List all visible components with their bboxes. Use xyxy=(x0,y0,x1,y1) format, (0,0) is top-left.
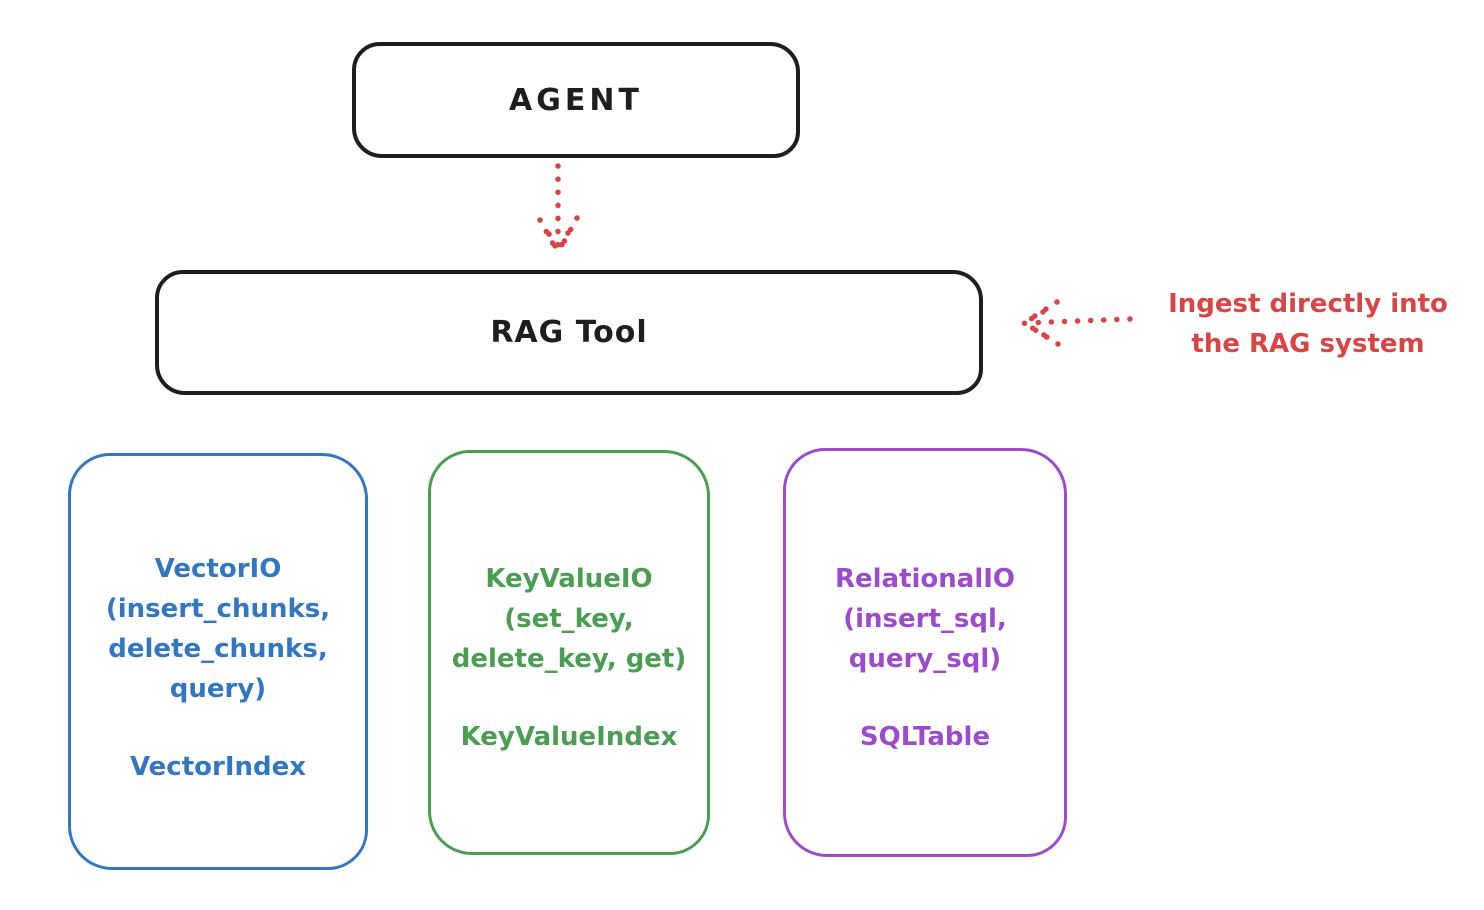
keyvalue-io-box: KeyValueIO (set_key, delete_key, get) Ke… xyxy=(428,450,710,855)
backend-title: KeyValueIO (set_key, delete_key, get) xyxy=(452,559,687,679)
backend-title-line: (insert_sql, xyxy=(843,604,1007,634)
backend-title-line: delete_key, get) xyxy=(451,644,687,674)
agent-to-ragtool-arrow xyxy=(537,163,580,255)
ingest-annotation-line2: the RAG system xyxy=(1191,329,1425,359)
backend-title-line: (insert_chunks, xyxy=(105,594,331,624)
backend-title-line: (set_key, xyxy=(504,604,634,634)
vector-io-box: VectorIO (insert_chunks, delete_chunks, … xyxy=(68,453,368,870)
agent-label: AGENT xyxy=(509,82,643,118)
backend-title-line: KeyValueIO xyxy=(485,564,653,594)
rag-tool-box: RAG Tool xyxy=(155,270,983,395)
backend-title-line: query_sql) xyxy=(848,644,1002,674)
agent-box: AGENT xyxy=(352,42,800,158)
backend-title: VectorIO (insert_chunks, delete_chunks, … xyxy=(106,549,330,709)
ingest-annotation-text: Ingest directly into the RAG system xyxy=(1140,284,1476,364)
backend-index-label: SQLTable xyxy=(859,722,991,752)
backend-title: RelationalIO (insert_sql, query_sql) xyxy=(835,559,1015,679)
backend-title-line: query) xyxy=(169,674,267,704)
backend-title-line: RelationalIO xyxy=(834,564,1016,594)
ingest-annotation-arrow xyxy=(1021,299,1133,347)
backend-title-line: delete_chunks, xyxy=(108,634,328,664)
relational-io-box: RelationalIO (insert_sql, query_sql) SQL… xyxy=(783,448,1067,857)
backend-index-label: VectorIndex xyxy=(129,752,307,782)
backend-index-label: KeyValueIndex xyxy=(460,722,678,752)
rag-tool-label: RAG Tool xyxy=(490,315,648,350)
ingest-annotation-line1: Ingest directly into xyxy=(1168,289,1448,319)
backend-title-line: VectorIO xyxy=(154,554,282,584)
